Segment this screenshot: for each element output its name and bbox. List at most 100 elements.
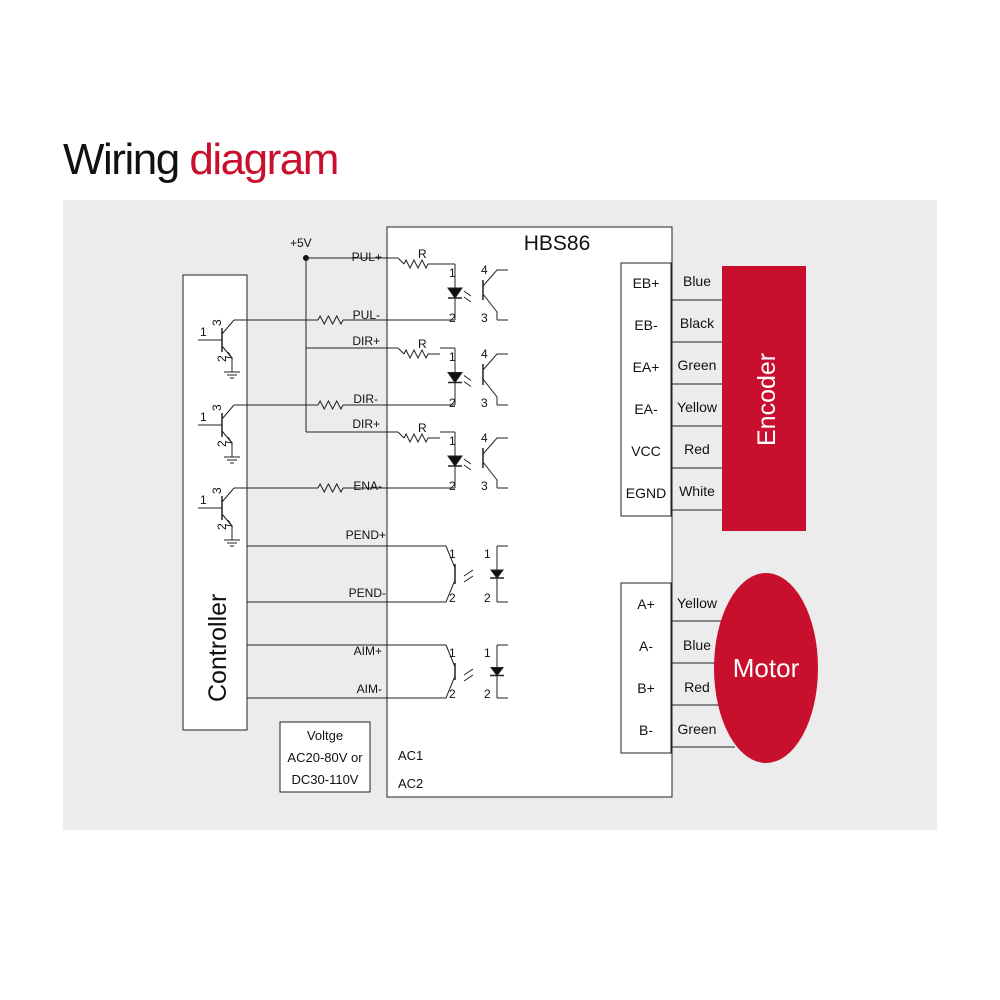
encoder-terminal: EB+ Blue — [633, 273, 722, 301]
resistor — [317, 482, 344, 494]
signal-dir-plus-a: DIR+ — [352, 334, 380, 348]
motor-terminal: A-Blue — [639, 637, 735, 664]
signal-pend-plus: PEND+ — [346, 528, 386, 542]
pin-label-2: 2 — [449, 687, 456, 701]
encoder-terminal: EA+Green — [633, 357, 722, 385]
pin-label-2: 2 — [215, 440, 229, 447]
input-optocoupler: 1 2 4 3 — [440, 347, 508, 410]
controller-transistor-icon: 132 — [198, 404, 240, 464]
pin-label-2: 2 — [215, 523, 229, 530]
pin-label-1: 1 — [200, 410, 207, 424]
pin-label-3: 3 — [481, 479, 488, 493]
encoder-terminal-label: EB- — [634, 317, 658, 333]
pin-label-2: 2 — [484, 687, 491, 701]
resistor — [317, 314, 344, 326]
encoder-wire-color: Green — [678, 357, 717, 373]
resistor-r: R — [397, 421, 440, 444]
controller-label: Controller — [204, 594, 232, 702]
supply-label: +5V — [290, 236, 312, 250]
resistor-icon — [317, 482, 344, 494]
transistor-icon — [482, 437, 508, 489]
transistor-icon — [482, 269, 508, 321]
controller-box: Controller — [182, 274, 248, 731]
pin-label-3: 3 — [481, 396, 488, 410]
encoder-terminal: EGND White — [626, 483, 722, 511]
pin-label-1: 1 — [449, 434, 456, 448]
pin-label-2: 2 — [449, 479, 456, 493]
resistor-r: R — [397, 247, 440, 270]
motor-terminal-label: B+ — [637, 680, 655, 696]
pin-label-4: 4 — [481, 263, 488, 277]
encoder-wire-color: Red — [684, 441, 710, 457]
encoder-terminal-label: EGND — [626, 485, 666, 501]
encoder-wire-color: Yellow — [677, 399, 718, 415]
pin-label-2: 2 — [484, 591, 491, 605]
output-optocouplers: 1 2 1 2 1 2 1 2 — [440, 545, 508, 701]
pin-label-3: 3 — [210, 487, 224, 494]
resistor-icon — [403, 432, 429, 444]
pin-label-3: 3 — [481, 311, 488, 325]
signal-pend-minus: PEND- — [349, 586, 386, 600]
motor-label: Motor — [733, 653, 800, 683]
signal-dir-minus: DIR- — [353, 392, 378, 406]
pin-label-3: 3 — [210, 319, 224, 326]
driver-name: HBS86 — [524, 232, 591, 255]
encoder-wire-color: White — [679, 483, 715, 499]
led-diode-icon — [447, 455, 463, 467]
led-diode-icon — [490, 569, 504, 579]
led-diode-icon — [490, 667, 504, 677]
pin-label-2: 2 — [449, 591, 456, 605]
transistor-icon — [445, 644, 456, 699]
signal-pul-plus: PUL+ — [352, 250, 382, 264]
pin-label-1: 1 — [484, 547, 491, 561]
resistor-icon — [317, 399, 344, 411]
encoder-block: Encoder — [722, 266, 806, 531]
resistor-label: R — [418, 337, 427, 351]
signal-ena-minus: ENA- — [353, 479, 382, 493]
pin-label-1: 1 — [449, 547, 456, 561]
voltage-line1: Voltge — [307, 728, 343, 743]
input-optocoupler: 1 2 4 3 — [440, 431, 508, 493]
pin-label-1: 1 — [449, 266, 456, 280]
pin-label-1: 1 — [484, 646, 491, 660]
encoder-wire-color: Blue — [683, 273, 711, 289]
led-diode-icon — [447, 287, 463, 299]
ground-icon — [224, 371, 240, 379]
pin-label-2: 2 — [449, 396, 456, 410]
ground-icon — [224, 456, 240, 464]
encoder-terminal-label: EA- — [634, 401, 658, 417]
pin-label-1: 1 — [449, 350, 456, 364]
motor-wire-color: Red — [684, 679, 710, 695]
encoder-label: Encoder — [753, 353, 781, 446]
encoder-terminal-label: EB+ — [633, 275, 660, 291]
supply-rail: +5V — [290, 236, 398, 433]
page-title: Wiring diagram — [63, 135, 339, 185]
signal-pul-minus: PUL- — [353, 308, 380, 322]
title-accent: diagram — [189, 135, 339, 184]
encoder-terminal: EA- Yellow — [634, 399, 722, 427]
resistor-label: R — [418, 247, 427, 261]
driver-ac2: AC2 — [398, 776, 423, 791]
motor-block: Motor — [714, 573, 818, 763]
pin-label-4: 4 — [481, 431, 488, 445]
motor-wire-color: Blue — [683, 637, 711, 653]
pin-label-1: 1 — [449, 646, 456, 660]
voltage-line3: DC30-110V — [292, 772, 359, 787]
voltage-box: Voltge AC20-80V or DC30-110V — [279, 721, 371, 793]
pin-label-4: 4 — [481, 347, 488, 361]
voltage-line2: AC20-80V or — [287, 750, 363, 765]
driver-ac1: AC1 — [398, 748, 423, 763]
pin-label-1: 1 — [200, 325, 207, 339]
encoder-wire-color: Black — [680, 315, 715, 331]
motor-wire-color: Green — [678, 721, 717, 737]
pin-label-2: 2 — [449, 311, 456, 325]
output-optocoupler: 1 2 1 2 — [440, 545, 508, 605]
resistor — [317, 399, 344, 411]
resistors: R R R — [317, 247, 440, 494]
motor-terminal-label: A+ — [637, 596, 655, 612]
ground-icon — [224, 539, 240, 547]
